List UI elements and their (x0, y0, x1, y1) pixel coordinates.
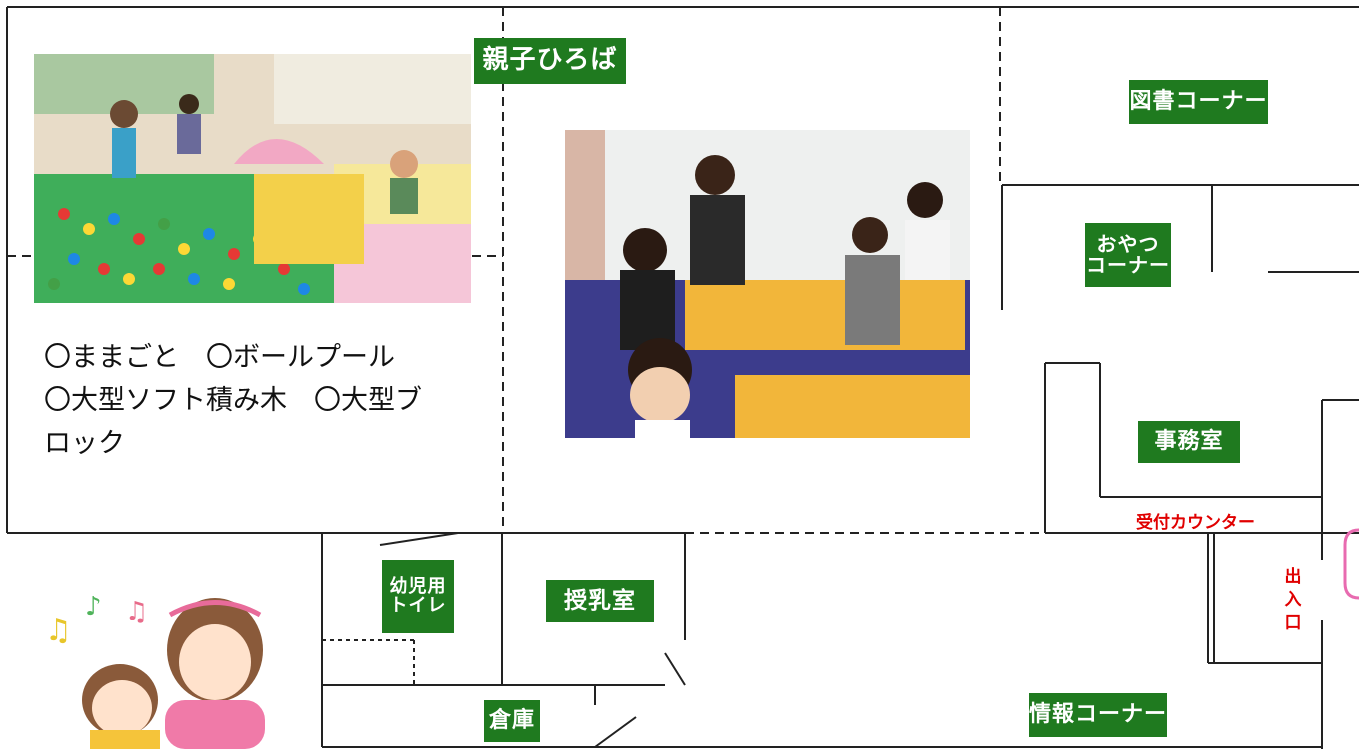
label-souko: 倉庫 (484, 700, 540, 742)
play-items-list: 〇ままごと 〇ボールプール 〇大型ソフト積み木 〇大型ブ ロック (44, 336, 464, 465)
label-youji-toilet-line2: トイレ (389, 594, 447, 616)
mother-child-singing-illustration: ♫ ♪ ♫ (40, 580, 280, 749)
label-junyushitsu: 授乳室 (546, 580, 654, 622)
label-tosho-corner: 図書コーナー (1129, 80, 1268, 124)
label-oyatsu-line2: コーナー (1086, 253, 1170, 277)
parents-children-photo (565, 130, 970, 438)
svg-text:♫: ♫ (125, 597, 148, 627)
label-uketsuke-counter: 受付カウンター (1136, 513, 1255, 533)
ball-pool-photo (34, 54, 471, 303)
play-items-line3: ロック (44, 428, 125, 459)
label-youji-toilet-line1: 幼児用 (389, 575, 447, 597)
svg-text:♫: ♫ (45, 613, 72, 648)
play-items-line2: 〇大型ソフト積み木 〇大型ブ (44, 385, 422, 416)
label-oyatsu-line1: おやつ (1096, 232, 1160, 256)
label-oyatsu-corner: おやつ コーナー (1085, 223, 1171, 287)
label-youji-toilet: 幼児用 トイレ (382, 560, 454, 633)
label-deiriguchi: 出 入 口 (1284, 567, 1302, 633)
svg-text:♪: ♪ (85, 592, 102, 622)
label-jouhou-corner: 情報コーナー (1029, 693, 1167, 737)
label-oyako-hiroba: 親子ひろば (474, 38, 626, 84)
play-items-line1: 〇ままごと 〇ボールプール (44, 342, 395, 373)
label-jimushitsu: 事務室 (1138, 421, 1240, 463)
